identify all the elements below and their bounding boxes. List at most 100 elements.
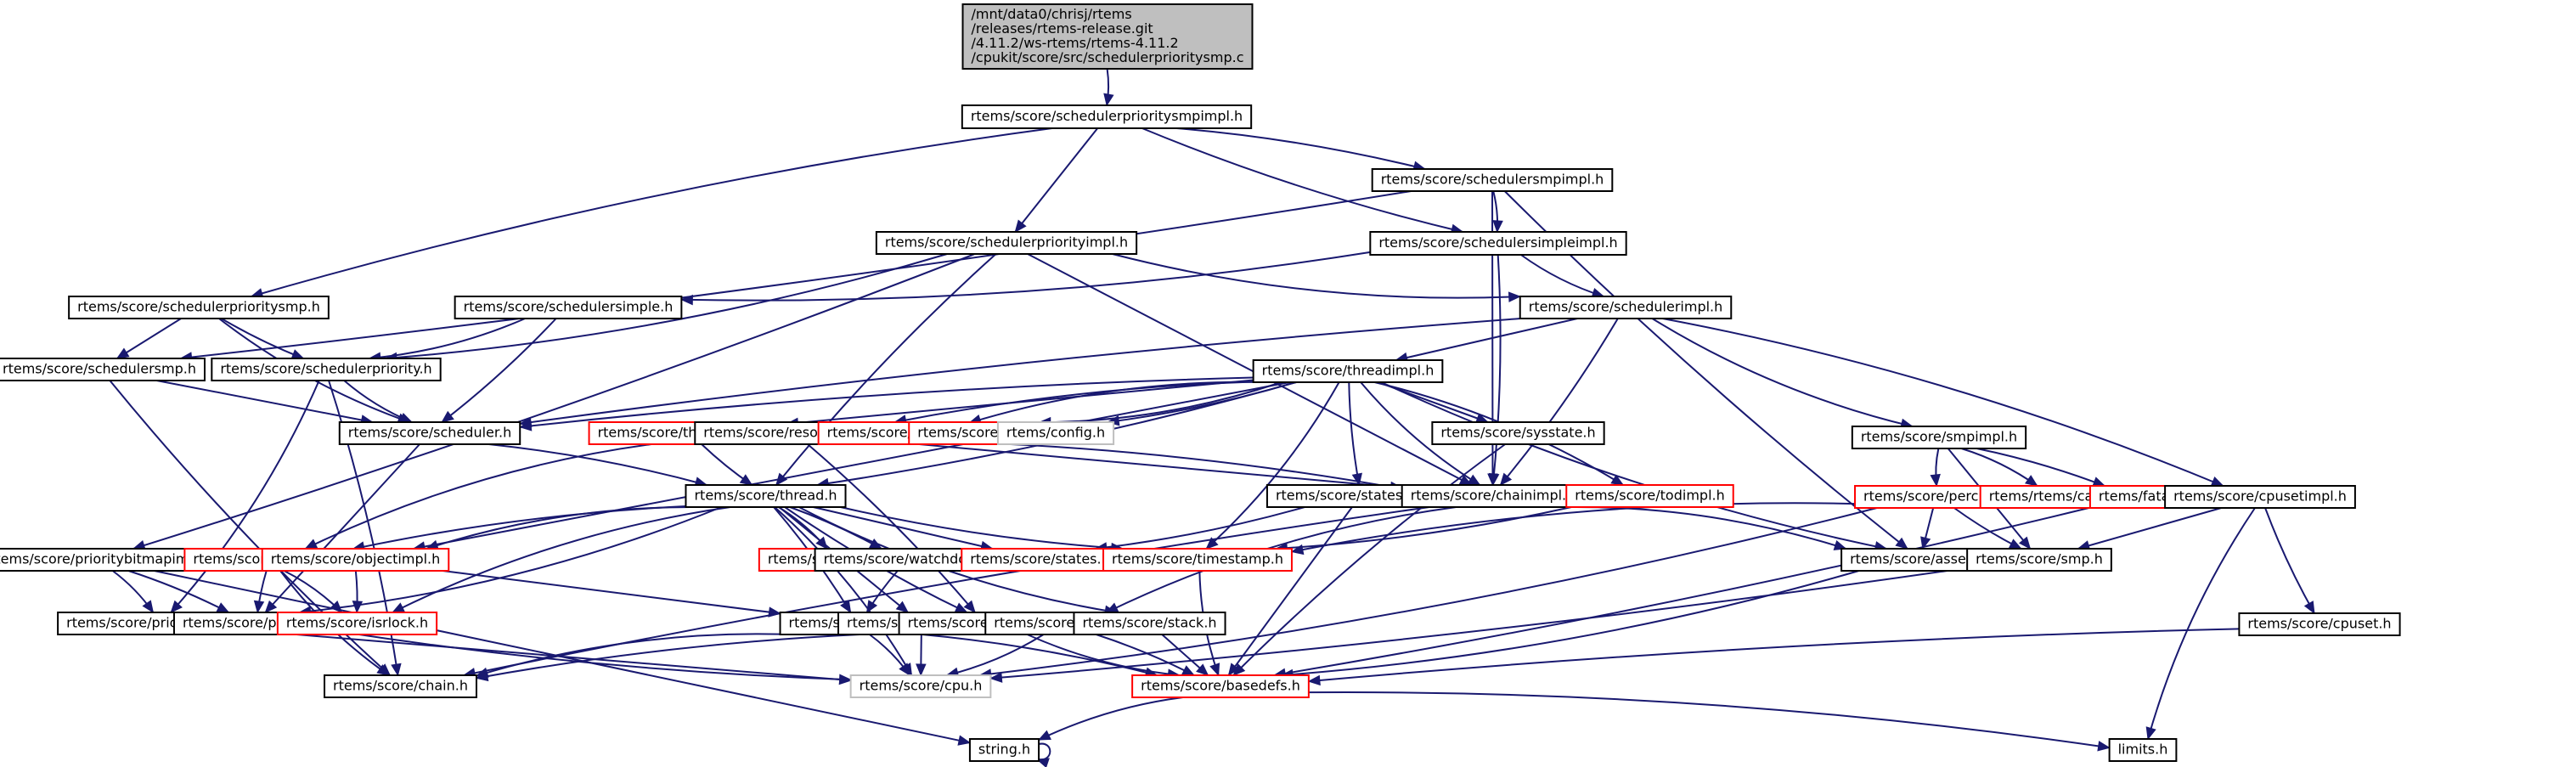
node-isrlock[interactable]: rtems/score/isrlock.h [276, 612, 438, 635]
arrow-head-icon [1920, 536, 1931, 550]
node-prio_impl[interactable]: rtems/score/schedulerpriorityimpl.h [875, 231, 1138, 255]
arrow-head-icon [290, 349, 305, 359]
node-ps_h[interactable]: rtems/score/schedulerprioritysmp.h [68, 296, 330, 319]
edge-string-to-string [1035, 742, 1051, 767]
arrow-head-icon [304, 539, 318, 550]
node-states[interactable]: rtems/score/states.h [961, 548, 1119, 572]
edge-line [1276, 506, 1572, 550]
node-string[interactable]: string.h [968, 738, 1040, 762]
arrow-head-icon [2092, 477, 2106, 488]
edge-simple_impl-to-simple_h [680, 251, 1371, 306]
edge-line [520, 376, 1254, 428]
node-limits[interactable]: limits.h [2108, 738, 2178, 762]
edge-line [180, 190, 1412, 359]
arrow-head-icon [352, 601, 364, 614]
arrow-head-icon [2024, 475, 2038, 487]
node-ssmp_h[interactable]: rtems/score/schedulersmp.h [0, 358, 206, 381]
node-cpuset[interactable]: rtems/score/cpuset.h [2238, 612, 2401, 636]
arrow-head-icon [865, 600, 878, 614]
node-simple_impl[interactable]: rtems/score/schedulersimpleimpl.h [1369, 231, 1627, 256]
node-sched_impl[interactable]: rtems/score/schedulerimpl.h [1519, 296, 1733, 319]
node-label: /releases/rtems-release.git [972, 20, 1153, 37]
node-sps_impl[interactable]: rtems/score/schedulerprioritysmpimpl.h [961, 104, 1253, 129]
arrow-head-icon [963, 600, 976, 613]
node-chain_h[interactable]: rtems/score/chain.h [324, 674, 477, 698]
arrow-head-icon [2210, 477, 2224, 487]
edge-pbmimpl-to-pbm_h [112, 570, 155, 614]
edge-scheduler_h-to-priority [264, 443, 420, 613]
node-box [1252, 359, 1444, 383]
node-chainimpl[interactable]: rtems/score/chainimpl.h [1401, 484, 1585, 508]
arrow-head-icon [116, 347, 130, 359]
node-box [875, 231, 1138, 255]
edge-line [1281, 570, 1859, 676]
node-label: rtems/score/assert.h [1850, 551, 1990, 567]
edge-line [1308, 691, 2110, 749]
edge-threadimpl-to-timestamp [1205, 381, 1340, 550]
edge-threadimpl-to-scheduler_h [518, 376, 1254, 431]
node-box [961, 548, 1119, 572]
node-objectimpl[interactable]: rtems/score/objectimpl.h [261, 548, 450, 572]
edge-line [979, 507, 1878, 676]
edge-threadimpl-to-statesimpl [1348, 381, 1362, 487]
node-label: /4.11.2/ws-rtems/rtems-4.11.2 [972, 35, 1179, 51]
node-box [0, 358, 206, 381]
edge-line [1976, 448, 2105, 487]
node-sprio_h[interactable]: rtems/score/schedulerpriority.h [211, 358, 442, 381]
node-label: rtems/score/objectimpl.h [271, 551, 441, 567]
node-box [454, 296, 683, 319]
node-label: rtems/score/cpu.h [860, 678, 983, 694]
edge-scheduler_h-to-thread_h [488, 443, 708, 488]
arrow-head-icon [739, 474, 753, 486]
edge-line [1141, 127, 1463, 233]
node-stack[interactable]: rtems/score/stack.h [1073, 612, 1226, 635]
edge-objectimpl-to-object [442, 570, 781, 618]
edge-statesimpl-to-basedefs [1227, 506, 1353, 677]
node-label: rtems/score/cpusetimpl.h [2173, 488, 2347, 505]
node-smpimpl[interactable]: rtems/score/smpimpl.h [1851, 426, 2027, 449]
node-thread_h[interactable]: rtems/score/thread.h [685, 484, 847, 508]
node-smp_h[interactable]: rtems/score/smp.h [1966, 548, 2112, 572]
node-timestamp[interactable]: rtems/score/timestamp.h [1102, 548, 1293, 572]
edge-line [946, 634, 1045, 676]
edge-smp_impl-to-ssmp_h [179, 190, 1412, 363]
edge-pbmimpl-to-string [154, 570, 972, 746]
arrow-head-icon [170, 600, 183, 613]
node-sysstate[interactable]: rtems/score/sysstate.h [1431, 421, 1605, 445]
node-scheduler_h[interactable]: rtems/score/scheduler.h [338, 421, 521, 445]
edge-line [1662, 318, 2224, 487]
edge-line [798, 506, 1117, 613]
arrow-head-icon [475, 670, 489, 682]
edge-line [969, 381, 1267, 424]
node-box [2164, 485, 2356, 509]
node-basedefs[interactable]: rtems/score/basedefs.h [1131, 674, 1310, 698]
node-box [685, 484, 847, 508]
edge-line [352, 505, 686, 550]
edge-sprio_h-to-pbm_h [170, 380, 320, 613]
edge-line [1953, 507, 2022, 550]
node-label: rtems/score/smp.h [1976, 551, 2103, 567]
edge-percpu-to-timestamp [1290, 502, 1856, 556]
edge-simple_h-to-scheduler_h [441, 318, 557, 423]
arrow-head-icon [1205, 537, 1219, 550]
arrow-head-icon [1499, 472, 1513, 486]
edge-line [1491, 254, 1502, 486]
node-cpusetimpl[interactable]: rtems/score/cpusetimpl.h [2164, 485, 2356, 509]
node-threadimpl[interactable]: rtems/score/threadimpl.h [1252, 359, 1444, 383]
arrow-head-icon [1610, 474, 1625, 486]
node-box [1966, 548, 2112, 572]
node-todimpl[interactable]: rtems/score/todimpl.h [1565, 484, 1734, 508]
edge-smpimpl-to-fatal [1976, 448, 2106, 488]
edge-root-to-sps_impl [1103, 68, 1114, 107]
node-simple_h[interactable]: rtems/score/schedulersimple.h [454, 296, 683, 319]
edge-line [1096, 634, 1195, 676]
node-label: rtems/score/thread.h [694, 488, 837, 504]
arrow-head-icon [1103, 93, 1114, 107]
edge-line [1027, 634, 1180, 676]
node-smp_impl[interactable]: rtems/score/schedulersmpimpl.h [1371, 168, 1614, 192]
arrow-head-icon [1181, 665, 1195, 676]
arrow-head-icon [1037, 730, 1051, 741]
arrow-head-icon [253, 600, 265, 614]
node-label: rtems/score/smpimpl.h [1861, 429, 2017, 445]
edge-smpimpl-to-percpu [1930, 448, 1941, 488]
